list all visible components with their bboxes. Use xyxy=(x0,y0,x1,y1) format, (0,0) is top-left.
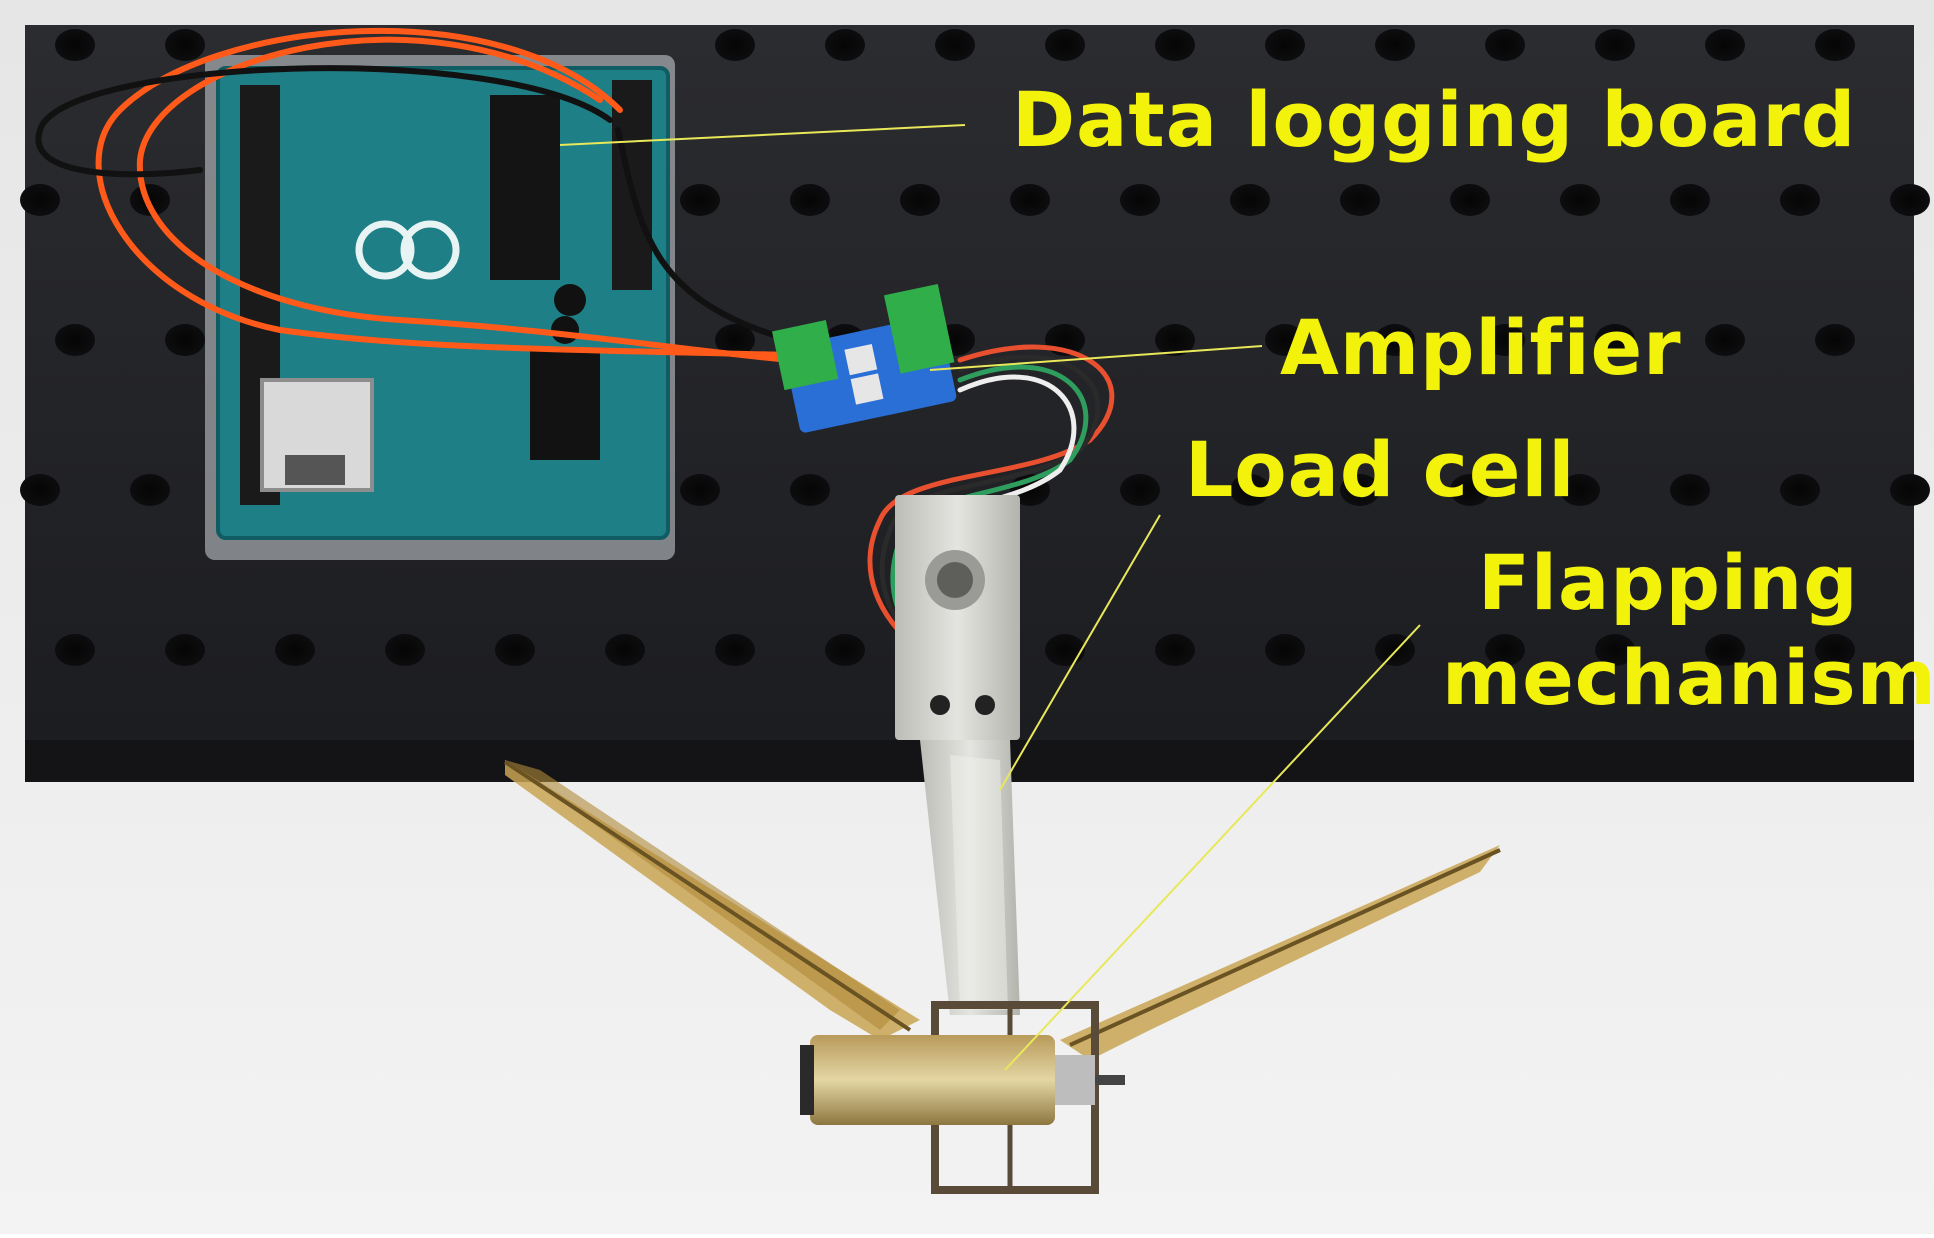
leader-line-flapping-mechanism xyxy=(1004,624,1421,1071)
breadboard-hole xyxy=(1670,184,1710,216)
breadboard-hole xyxy=(680,474,720,506)
breadboard-hole xyxy=(1340,474,1380,506)
label-data-logging-board: Data logging board xyxy=(1012,75,1857,164)
breadboard-hole xyxy=(55,634,95,666)
breadboard-hole xyxy=(1485,634,1525,666)
breadboard-hole xyxy=(1815,29,1855,61)
breadboard-hole xyxy=(1450,184,1490,216)
breadboard-hole xyxy=(900,184,940,216)
leader-lines xyxy=(559,124,1421,1071)
load-cell xyxy=(895,495,1020,1015)
breadboard-hole xyxy=(1340,184,1380,216)
breadboard-hole xyxy=(165,324,205,356)
breadboard-hole xyxy=(935,29,975,61)
breadboard-hole xyxy=(790,474,830,506)
breadboard-hole xyxy=(1045,29,1085,61)
flapping-mechanism xyxy=(800,1001,1125,1194)
breadboard-hole xyxy=(790,184,830,216)
breadboard-hole xyxy=(1045,634,1085,666)
breadboard-hole xyxy=(825,29,865,61)
breadboard-hole xyxy=(55,324,95,356)
breadboard-hole xyxy=(165,634,205,666)
label-amplifier: Amplifier xyxy=(1280,303,1682,392)
breadboard-hole xyxy=(1780,184,1820,216)
breadboard-hole xyxy=(1450,474,1490,506)
breadboard-hole xyxy=(1230,184,1270,216)
breadboard-hole xyxy=(1560,184,1600,216)
breadboard-hole xyxy=(1595,324,1635,356)
breadboard-hole xyxy=(1595,634,1635,666)
breadboard-hole xyxy=(1010,184,1050,216)
breadboard-hole xyxy=(715,634,755,666)
leader-line-data-logging-board xyxy=(559,124,966,146)
breadboard-hole xyxy=(20,184,60,216)
breadboard-hole xyxy=(55,29,95,61)
breadboard-hole xyxy=(1780,474,1820,506)
breadboard-hole xyxy=(1595,29,1635,61)
label-load-cell: Load cell xyxy=(1185,425,1576,514)
breadboard-hole xyxy=(130,474,170,506)
breadboard-hole xyxy=(495,634,535,666)
breadboard-hole xyxy=(1120,474,1160,506)
breadboard-hole xyxy=(1815,324,1855,356)
breadboard-hole xyxy=(1705,634,1745,666)
breadboard-hole xyxy=(1705,324,1745,356)
breadboard-hole xyxy=(1375,634,1415,666)
breadboard-hole xyxy=(275,634,315,666)
breadboard-hole xyxy=(1890,474,1930,506)
breadboard-hole xyxy=(715,324,755,356)
amplifier-module xyxy=(772,283,957,433)
breadboard-hole xyxy=(1375,324,1415,356)
breadboard-hole xyxy=(715,29,755,61)
breadboard-hole xyxy=(1485,324,1525,356)
arduino-board xyxy=(205,55,675,560)
breadboard-hole xyxy=(1155,324,1195,356)
breadboard-hole xyxy=(1560,474,1600,506)
breadboard-hole xyxy=(1265,324,1305,356)
breadboard-hole xyxy=(825,634,865,666)
breadboard-hole xyxy=(385,634,425,666)
breadboard-hole xyxy=(165,29,205,61)
breadboard-hole xyxy=(1120,184,1160,216)
breadboard-hole xyxy=(1815,634,1855,666)
breadboard-hole xyxy=(1375,29,1415,61)
breadboard-hole xyxy=(1230,474,1270,506)
breadboard-hole xyxy=(605,634,645,666)
breadboard-hole xyxy=(1155,29,1195,61)
label-flapping-line2: mechanism xyxy=(1442,633,1934,722)
breadboard-hole xyxy=(1265,29,1305,61)
leader-line-load-cell xyxy=(999,514,1161,791)
breadboard-hole xyxy=(1670,474,1710,506)
breadboard-hole xyxy=(1705,29,1745,61)
breadboard-hole xyxy=(1155,634,1195,666)
breadboard-hole xyxy=(1265,634,1305,666)
flapping-wings xyxy=(503,760,1501,1060)
breadboard-hole xyxy=(20,474,60,506)
breadboard-hole xyxy=(680,184,720,216)
label-flapping-line1: Flapping xyxy=(1478,538,1859,627)
breadboard-hole xyxy=(1890,184,1930,216)
breadboard-hole xyxy=(1485,29,1525,61)
leader-line-amplifier xyxy=(929,345,1263,371)
